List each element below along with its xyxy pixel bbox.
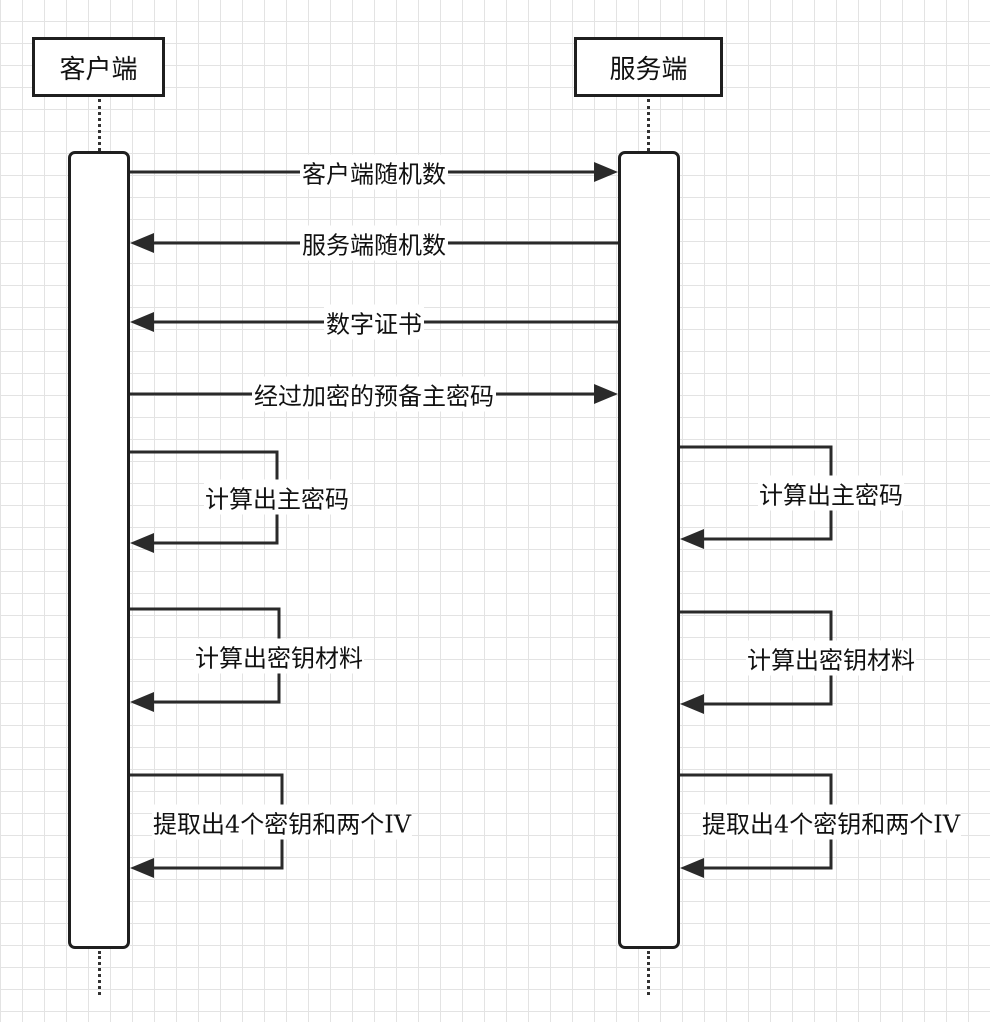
server-self-label-1: 计算出主密码 xyxy=(758,475,904,511)
message-label-1: 客户端随机数 xyxy=(300,154,448,190)
arrowhead-3 xyxy=(130,312,154,332)
server-self-arrowhead-1 xyxy=(680,529,704,549)
client-lifeline-top xyxy=(98,99,101,151)
message-label-3: 数字证书 xyxy=(324,304,424,340)
server-activation-bar xyxy=(618,151,680,949)
client-self-arrowhead-2 xyxy=(130,692,154,712)
message-label-2: 服务端随机数 xyxy=(300,225,448,261)
client-self-label-1: 计算出主密码 xyxy=(204,479,350,515)
server-self-arrowhead-2 xyxy=(680,694,704,714)
server-lifeline-top xyxy=(647,99,650,151)
client-self-label-2: 计算出密钥材料 xyxy=(194,638,364,674)
participant-client: 客户端 xyxy=(32,37,165,97)
participant-server: 服务端 xyxy=(574,37,723,97)
server-self-label-2: 计算出密钥材料 xyxy=(746,640,916,676)
arrowhead-1 xyxy=(594,162,618,182)
client-self-label-3: 提取出4个密钥和两个IV xyxy=(151,804,413,840)
client-activation-bar xyxy=(68,151,130,949)
server-lifeline-bottom xyxy=(647,951,650,995)
participant-client-label: 客户端 xyxy=(59,54,138,85)
server-self-arrowhead-3 xyxy=(680,858,704,878)
client-self-arrowhead-1 xyxy=(130,533,154,553)
message-label-4: 经过加密的预备主密码 xyxy=(252,376,496,412)
client-self-arrowhead-3 xyxy=(130,858,154,878)
participant-server-label: 服务端 xyxy=(609,54,688,85)
client-lifeline-bottom xyxy=(98,951,101,995)
arrowhead-4 xyxy=(594,384,618,404)
server-self-label-3: 提取出4个密钥和两个IV xyxy=(700,804,962,840)
arrowhead-2 xyxy=(130,233,154,253)
